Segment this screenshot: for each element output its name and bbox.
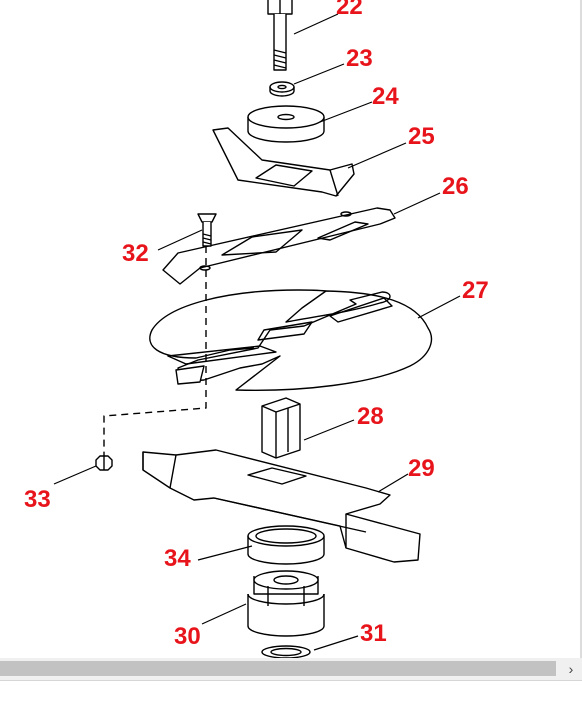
bolt-part-32 bbox=[197, 213, 217, 247]
part-label-27: 27 bbox=[462, 277, 489, 304]
hub-part-30 bbox=[247, 570, 325, 637]
part-label-22: 22 bbox=[336, 0, 363, 20]
horizontal-scrollbar[interactable]: › bbox=[0, 658, 582, 680]
part-label-30: 30 bbox=[174, 623, 201, 650]
disc-part-27 bbox=[149, 289, 433, 391]
part-label-25: 25 bbox=[408, 123, 435, 150]
part-label-31: 31 bbox=[360, 620, 387, 647]
bolt-part-22 bbox=[267, 0, 293, 71]
part-label-32: 32 bbox=[122, 240, 149, 267]
part-label-28: 28 bbox=[357, 403, 384, 430]
scroll-right-arrow-icon[interactable]: › bbox=[568, 661, 574, 677]
viewer-edge bbox=[580, 0, 582, 658]
lower-blade-part-29 bbox=[142, 449, 421, 563]
ring-part-34 bbox=[247, 525, 325, 565]
part-label-26: 26 bbox=[442, 173, 469, 200]
part-labels: 22 23 24 25 26 27 28 29 30 31 32 33 34 bbox=[24, 0, 489, 650]
part-label-23: 23 bbox=[346, 45, 373, 72]
blade-part-25 bbox=[212, 127, 355, 197]
part-label-33: 33 bbox=[24, 486, 51, 513]
nut-part-33 bbox=[95, 455, 113, 471]
leader-lines bbox=[53, 13, 461, 651]
ring-part-31 bbox=[261, 645, 311, 658]
part-label-29: 29 bbox=[408, 455, 435, 482]
spacer-part-24 bbox=[247, 105, 325, 143]
plate-part-26 bbox=[162, 207, 396, 285]
bushing-part-28 bbox=[261, 397, 301, 459]
scrollbar-thumb[interactable] bbox=[0, 661, 556, 676]
status-strip bbox=[0, 680, 582, 708]
washer-part-23 bbox=[269, 81, 295, 97]
part-label-34: 34 bbox=[164, 545, 191, 572]
exploded-parts-diagram: 22 23 24 25 26 27 28 29 30 31 32 33 34 bbox=[24, 0, 489, 658]
part-label-24: 24 bbox=[372, 83, 399, 110]
